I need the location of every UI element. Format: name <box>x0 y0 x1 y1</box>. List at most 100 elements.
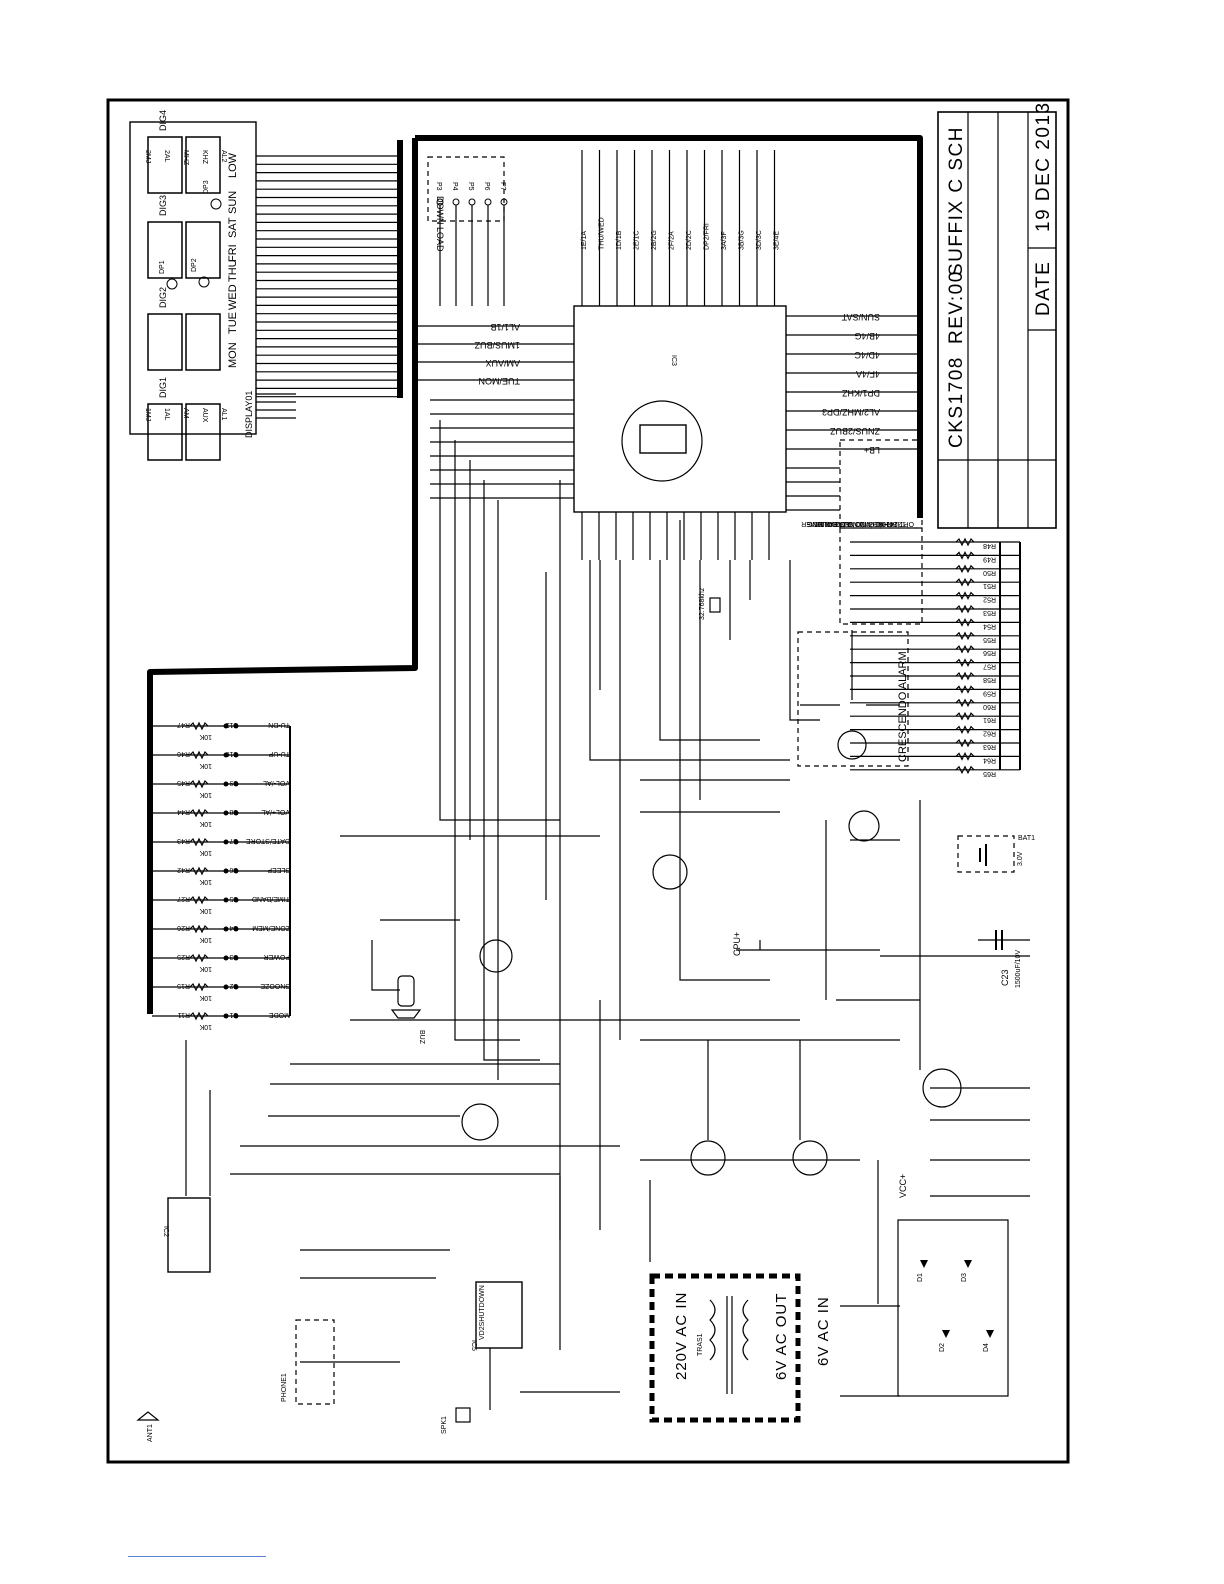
display-top-label: 2MJ <box>144 150 151 163</box>
mcu-right-signal: AL2/MHZ/DP3 <box>822 407 880 417</box>
mcu-right-signal: 4D/4C <box>854 350 880 360</box>
dp-1 <box>166 278 178 290</box>
download-pin <box>468 198 476 206</box>
mcu-right-signal: 4B/4G <box>854 331 880 341</box>
revision-label: REV:00 <box>946 270 967 344</box>
button-name: VOL-/AL <box>263 779 290 786</box>
button-value: 10K <box>199 733 212 740</box>
dp-3 <box>210 198 222 210</box>
mcu-right-signal: LB+ <box>864 445 880 455</box>
digit-2-b <box>185 313 221 371</box>
button-switch: S7 <box>229 837 238 844</box>
option-line: OPTION-NC <box>875 520 914 527</box>
button-value: 10K <box>199 994 212 1001</box>
mcu-top-signal: 3B/3G <box>739 230 746 250</box>
ac-in-label: 220V AC IN <box>673 1292 690 1380</box>
resistor-bank: R48R49R50R51R52R53R54R55R56R57R58R59R60R… <box>839 527 1021 777</box>
bridge-diode: D3 <box>961 1273 968 1282</box>
download-pin-label: P5 <box>467 182 474 191</box>
day-label: TUE <box>227 312 239 334</box>
phone-ref: PHONE1 <box>281 1373 288 1402</box>
digit-4 <box>147 136 183 194</box>
date-label: DATE <box>1033 261 1054 316</box>
power-section: 220V AC IN TRAS1 6V AC OUT 6V AC IN D1D2… <box>649 930 1030 1423</box>
crystal-label: 32.768khz <box>699 587 706 620</box>
button-resistor: R43 <box>177 837 190 844</box>
digit-label: DIG4 <box>158 110 168 131</box>
bank-resistor: R59 <box>983 689 996 696</box>
mcu-right-signal: DP1/KHZ <box>841 388 880 398</box>
button-resistor: R45 <box>177 779 190 786</box>
button-value: 10K <box>199 820 212 827</box>
download-pin-label: P3 <box>435 182 442 191</box>
download-pin <box>452 198 460 206</box>
bank-resistor: R65 <box>983 770 996 777</box>
button-switch: S2 <box>229 982 238 989</box>
option-line: 24 HR <box>878 520 898 527</box>
button-resistor: R27 <box>177 895 190 902</box>
button-value: 10K <box>199 878 212 885</box>
mcu-left-signal: AL1/1B <box>490 322 520 332</box>
display-bottom-label: AL1 <box>220 408 227 421</box>
bank-resistor: R51 <box>983 582 996 589</box>
display-bottom-label: 1MJ <box>144 408 151 421</box>
date-value: 19 DEC 2013 <box>1033 101 1054 232</box>
button-name: SNOOZE <box>260 982 290 989</box>
digit-1-b <box>185 403 221 461</box>
button-resistor: R42 <box>177 866 190 873</box>
battery-block: BAT1 3.0V <box>957 835 1035 873</box>
wiring-bus <box>147 135 923 1014</box>
button-resistor: R44 <box>177 808 190 815</box>
display-bottom-label: AUX <box>201 408 208 423</box>
cpu-plus-label: CPU+ <box>732 932 742 956</box>
c23-ref: C23 <box>1000 969 1010 986</box>
crescendo-label: CRESCENDO ALARM <box>897 651 909 762</box>
title-block: CKS1708 REV:00 SUFFIX C SCH DATE 19 DEC … <box>937 101 1057 529</box>
button-matrix: TU-DNS1110KR47TU-UPS1010KR46VOL-/ALS910K… <box>152 721 291 1030</box>
day-label: WED <box>227 284 239 310</box>
transformer-ref: TRAS1 <box>697 1333 704 1356</box>
display-label: DISPLAY01 <box>244 391 254 438</box>
vcc-plus-label: VCC+ <box>898 1174 908 1198</box>
bank-resistor: R58 <box>983 676 996 683</box>
digit-2 <box>147 313 183 371</box>
bank-resistor: R48 <box>983 542 996 549</box>
mcu-top-signal: 3E/4E <box>774 231 781 250</box>
digit-3 <box>147 221 183 279</box>
mcu-top-signal: THU/WED <box>599 217 606 250</box>
ac-out-label: 6V AC OUT <box>773 1293 790 1380</box>
button-name: TU-DN <box>268 721 290 728</box>
button-resistor: R46 <box>177 750 190 757</box>
option-line: NO SURE ALM <box>818 520 866 527</box>
mcu-ref: IC3 <box>670 355 677 366</box>
bank-resistor: R54 <box>983 622 996 629</box>
dp-label: DP3 <box>203 180 210 194</box>
bank-resistor: R49 <box>983 555 996 562</box>
ac-input-label: 6V AC IN <box>815 1296 832 1366</box>
mcu-top-signal: 2D/2C <box>686 230 693 250</box>
button-resistor: R15 <box>177 982 190 989</box>
download-pin-label: P7 <box>499 182 506 191</box>
bank-resistor: R57 <box>983 663 996 670</box>
button-value: 10K <box>199 849 212 856</box>
display-bottom-label: AM <box>182 408 189 419</box>
day-label: SAT <box>227 217 239 238</box>
battery-ref: BAT1 <box>1018 835 1035 842</box>
button-name: TU-UP <box>268 750 290 757</box>
option-line: NO ROLLING <box>807 520 850 527</box>
mcu-top-signal: 2B/2G <box>651 230 658 250</box>
bank-resistor: R56 <box>983 649 996 656</box>
day-label: SUN <box>227 191 239 214</box>
dp-label: DP2 <box>191 258 198 272</box>
drawing-number: CKS1708 <box>946 356 967 448</box>
button-name: SLEEP <box>267 866 290 873</box>
button-value: 10K <box>199 791 212 798</box>
footer-rule <box>128 1556 266 1557</box>
antenna-ref: ANT1 <box>147 1424 154 1442</box>
bank-resistor: R61 <box>983 716 996 723</box>
button-name: MODE <box>269 1011 290 1018</box>
bank-resistor: R50 <box>983 569 996 576</box>
